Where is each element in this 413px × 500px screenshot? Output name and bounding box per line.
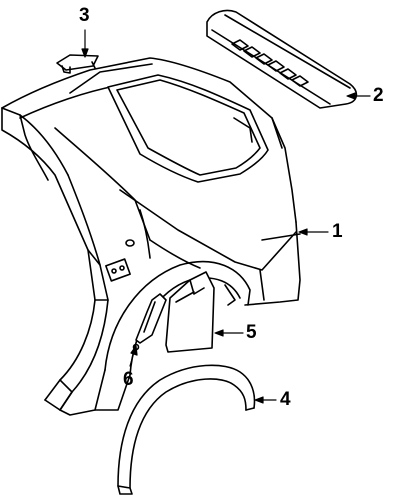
leader-2 — [347, 93, 370, 99]
callout-3: 3 — [79, 5, 90, 26]
leader-4 — [255, 397, 276, 403]
callout-4: 4 — [280, 389, 291, 410]
inner-sill-panel — [2, 108, 130, 415]
part-3-clip — [57, 55, 98, 73]
leader-lines — [82, 30, 370, 403]
part-2-spoiler — [207, 10, 356, 108]
leader-1 — [299, 229, 328, 235]
leader-3 — [82, 30, 88, 57]
part-4-arch-molding — [118, 365, 254, 494]
leader-6 — [130, 346, 137, 366]
callout-5: 5 — [246, 322, 257, 343]
callout-6: 6 — [123, 369, 134, 390]
callout-2: 2 — [373, 85, 384, 106]
part-6-bracket — [132, 294, 167, 351]
part-5-mud-flap — [166, 272, 214, 352]
part-1-quarter-panel — [2, 58, 300, 375]
leader-5 — [215, 330, 243, 336]
callout-1: 1 — [332, 221, 343, 242]
